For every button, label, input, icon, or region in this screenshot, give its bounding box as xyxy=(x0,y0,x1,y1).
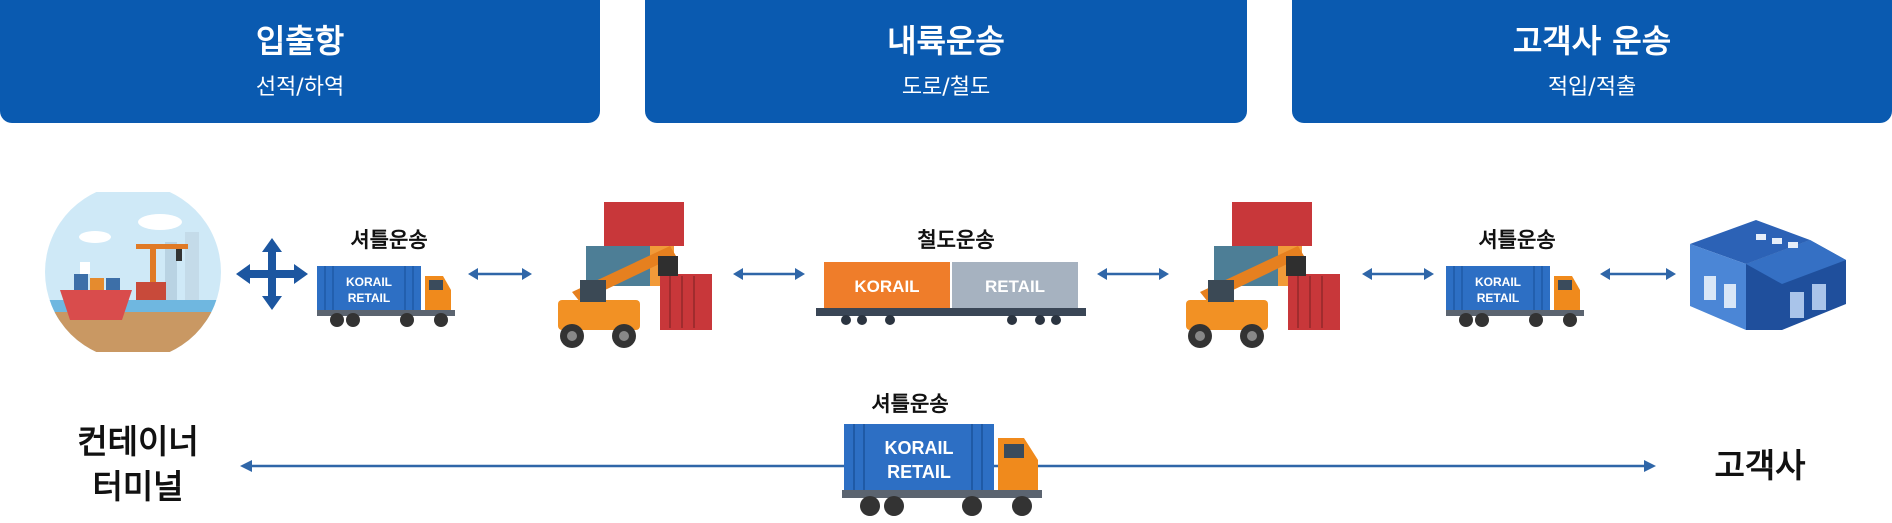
rail-wagon-icon: KORAIL RETAIL xyxy=(816,258,1086,330)
shuttle-transport-label: 셔틀운송 xyxy=(350,228,428,252)
terminal-label-line1: 컨테이너 xyxy=(77,422,199,461)
shuttle-transport-label: 셔틀운송 xyxy=(871,392,949,416)
reach-stacker-icon xyxy=(550,196,730,352)
header-port-operations: 입출항 선적/하역 xyxy=(0,0,600,123)
port-terminal-icon xyxy=(40,192,226,352)
bidirectional-arrow-icon xyxy=(468,266,532,282)
header-title: 내륙운송 xyxy=(887,22,1005,61)
container-text-korail: KORAIL xyxy=(346,275,392,289)
container-text-retail: RETAIL xyxy=(887,462,951,482)
header-subtitle: 도로/철도 xyxy=(901,74,991,100)
bidirectional-arrow-icon xyxy=(1362,266,1434,282)
container-text-retail: RETAIL xyxy=(1477,291,1519,305)
container-truck-icon: KORAIL RETAIL xyxy=(1446,262,1590,330)
container-text-korail: KORAIL xyxy=(885,438,954,458)
wagon-text-korail: KORAIL xyxy=(854,277,919,296)
header-subtitle: 적입/적출 xyxy=(1547,74,1637,100)
bidirectional-arrow-icon xyxy=(733,266,805,282)
container-truck-icon: KORAIL RETAIL xyxy=(842,420,1048,520)
rail-transport-label: 철도운송 xyxy=(917,228,995,252)
header-title: 입출항 xyxy=(255,22,345,61)
header-inland-transport: 내륙운송 도로/철도 xyxy=(645,0,1247,123)
header-customer-transport: 고객사 운송 적입/적출 xyxy=(1292,0,1892,123)
container-terminal-label: 컨테이너 터미널 xyxy=(68,420,208,509)
bidirectional-arrow-icon xyxy=(1097,266,1169,282)
container-truck-icon: KORAIL RETAIL xyxy=(317,262,461,330)
header-subtitle: 선적/하역 xyxy=(255,74,345,100)
wagon-text-retail: RETAIL xyxy=(985,277,1045,296)
bidirectional-arrow-icon xyxy=(1600,266,1676,282)
container-text-korail: KORAIL xyxy=(1475,275,1521,289)
container-text-retail: RETAIL xyxy=(348,291,390,305)
shuttle-transport-label: 셔틀운송 xyxy=(1478,228,1556,252)
cross-arrows-icon xyxy=(236,238,308,310)
reach-stacker-icon xyxy=(1178,196,1358,352)
header-title: 고객사 운송 xyxy=(1512,22,1672,61)
customer-label: 고객사 xyxy=(1714,446,1806,485)
warehouse-icon xyxy=(1686,214,1852,332)
terminal-label-line2: 터미널 xyxy=(92,466,184,506)
